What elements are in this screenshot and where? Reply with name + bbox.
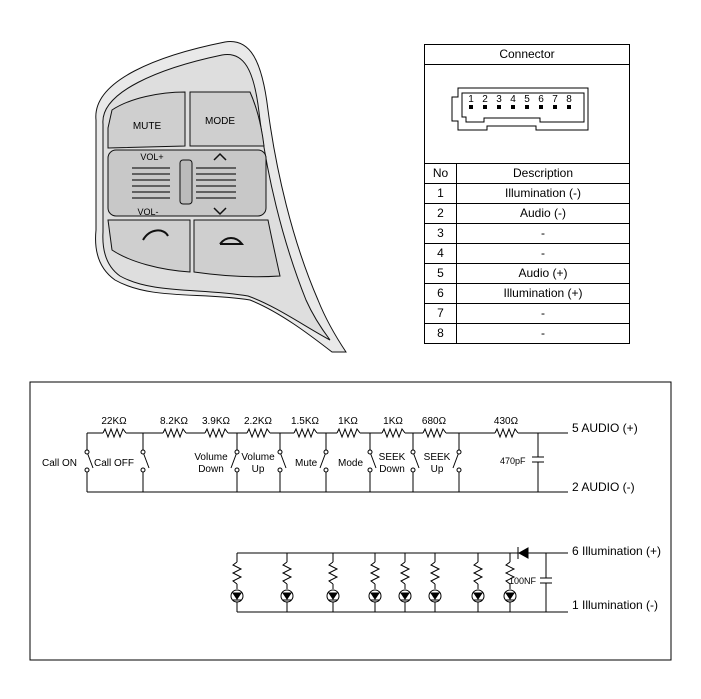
switch-label-seek-down-1: SEEK	[379, 452, 406, 463]
switch-label-volume-down-2: Down	[198, 464, 224, 475]
led-branch	[368, 553, 382, 612]
mode-button-label: MODE	[205, 116, 235, 127]
capacitor-label-470pf: 470pF	[500, 456, 526, 466]
terminal-illum-pos: 6 Illumination (+)	[572, 544, 661, 558]
capacitor-label-100nf: 100NF	[509, 576, 537, 586]
connector-row: 8-	[424, 323, 630, 344]
mute-button-label: MUTE	[133, 121, 162, 132]
resistor-label-680: 680Ω	[422, 416, 447, 427]
pin-description: -	[456, 243, 630, 264]
resistor-label-430: 430Ω	[494, 416, 519, 427]
resistor-label-1k-a: 1KΩ	[338, 416, 358, 427]
vol-up-label: VOL+	[140, 152, 163, 162]
switch-label-call-off: Call OFF	[94, 458, 134, 469]
led-branch	[280, 553, 294, 612]
pin-no: 5	[424, 263, 457, 284]
connector-row: 4-	[424, 243, 630, 264]
led-branch	[471, 553, 485, 612]
connector-image-cell	[424, 64, 630, 164]
resistor-label-2-2k: 2.2KΩ	[244, 416, 273, 427]
switch-label-seek-down-2: Down	[379, 464, 405, 475]
pin-description: Audio (-)	[456, 203, 630, 224]
pin-description: -	[456, 223, 630, 244]
pin-no: 6	[424, 283, 457, 304]
resistor-label-3-9k: 3.9KΩ	[202, 416, 231, 427]
led-branches	[230, 553, 517, 612]
pin-description: Illumination (-)	[456, 183, 630, 204]
terminal-audio-neg: 2 AUDIO (-)	[572, 480, 635, 494]
resistor-label-1k-b: 1KΩ	[383, 416, 403, 427]
schematic-frame	[29, 381, 672, 661]
terminal-audio-pos: 5 AUDIO (+)	[572, 421, 638, 435]
connector-title: Connector	[424, 44, 630, 65]
pin-no: 4	[424, 243, 457, 264]
switch-label-volume-down-1: Volume	[194, 452, 228, 463]
connector-row: 7-	[424, 303, 630, 324]
led-branch	[428, 553, 442, 612]
pin-no: 8	[424, 323, 457, 344]
illumination-network	[237, 547, 568, 613]
connector-row: 3-	[424, 223, 630, 244]
resistor-label-1-5k: 1.5KΩ	[291, 416, 320, 427]
pin-no: 2	[424, 203, 457, 224]
led-branch	[398, 553, 412, 612]
pin-description: Illumination (+)	[456, 283, 630, 304]
resistor-label-8-2k: 8.2KΩ	[160, 416, 189, 427]
switch-label-seek-up-1: SEEK	[424, 452, 451, 463]
header-no: No	[424, 163, 457, 184]
led-branch	[503, 553, 517, 612]
vol-down-label: VOL-	[137, 207, 158, 217]
pin-no: 3	[424, 223, 457, 244]
switch-label-volume-up-1: Volume	[241, 452, 275, 463]
switch-label-mute: Mute	[295, 458, 318, 469]
led-branch	[230, 553, 244, 612]
audio-resistor-network	[84, 427, 568, 493]
steering-switch-illustration	[95, 41, 347, 353]
resistor-label-22k: 22KΩ	[101, 416, 127, 427]
terminal-illum-neg: 1 Illumination (-)	[572, 598, 658, 612]
switch-label-mode: Mode	[338, 458, 363, 469]
pin-no: 1	[424, 183, 457, 204]
switch-label-call-on: Call ON	[42, 458, 77, 469]
switch-label-seek-up-2: Up	[431, 464, 444, 475]
led-branch	[326, 553, 340, 612]
switch-label-volume-up-2: Up	[252, 464, 265, 475]
pin-description: Audio (+)	[456, 263, 630, 284]
pin-description: -	[456, 303, 630, 324]
pin-description: -	[456, 323, 630, 344]
header-description: Description	[456, 163, 630, 184]
pin-no: 7	[424, 303, 457, 324]
